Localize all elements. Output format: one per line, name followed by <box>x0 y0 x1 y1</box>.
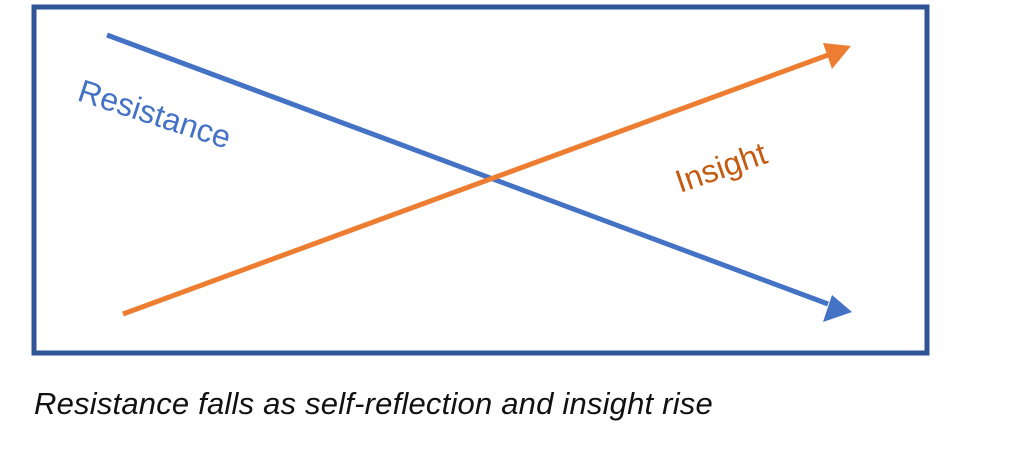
caption: Resistance falls as self-reflection and … <box>34 386 713 421</box>
insight-arrow <box>122 43 851 317</box>
insight-label: Insight <box>671 135 772 200</box>
resistance-label: Resistance <box>74 72 236 155</box>
resistance-arrowhead <box>823 295 852 322</box>
resistance-arrow <box>106 32 852 322</box>
insight-line <box>122 52 829 317</box>
resistance-line <box>106 32 829 307</box>
diagram-frame <box>31 4 930 356</box>
insight-arrowhead <box>823 43 851 69</box>
